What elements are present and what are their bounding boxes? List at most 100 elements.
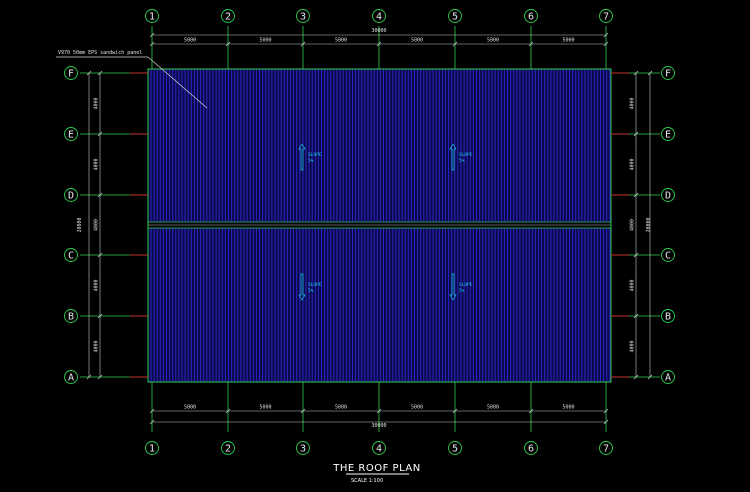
row-axis-bubble-left: E: [68, 130, 74, 141]
row-axis-bubble-left-circle: [64, 66, 78, 80]
column-axis-bubble-top-circle: [372, 9, 386, 23]
top-dimension-tick: [528, 41, 534, 47]
left-total-dimension-tick: [86, 70, 92, 76]
slope-arrow: [449, 143, 457, 171]
row-axis-bubble-right: C: [665, 251, 671, 262]
slope-arrow: [298, 273, 306, 301]
column-axis-bubble-bottom: 7: [603, 444, 609, 455]
column-axis-bubble-bottom-circle: [524, 441, 538, 455]
left-dimension-tick: [97, 131, 103, 137]
slope-label-line2: 5%: [308, 158, 314, 164]
bottom-spacing-label: 5000: [487, 405, 499, 411]
left-dimension-tick: [97, 313, 103, 319]
right-spacing-label: 4000: [630, 158, 636, 170]
right-spacing-label: 4000: [630, 340, 636, 352]
left-dimension-tick: [97, 374, 103, 380]
row-axis-bubble-left-circle: [64, 309, 78, 323]
bottom-spacing-label: 5000: [335, 405, 347, 411]
column-axis-bubble-top-circle: [524, 9, 538, 23]
column-axis-bubble-top: 3: [300, 12, 306, 23]
row-axis-bubble-right: B: [665, 312, 671, 323]
top-dimension-tick: [376, 41, 382, 47]
left-dimension-tick: [97, 192, 103, 198]
column-axis-bubble-top-circle: [145, 9, 159, 23]
left-total-dimension: 20000: [77, 217, 83, 232]
column-axis-bubble-bottom-circle: [448, 441, 462, 455]
bottom-dimension-tick: [300, 408, 306, 414]
row-axis-bubble-right-circle: [661, 66, 675, 80]
slope-label-line1: SLOPE: [459, 152, 473, 158]
panel-note: V970 50mm EPS sandwich panel: [58, 50, 142, 56]
row-axis-bubble-left-circle: [64, 248, 78, 262]
left-spacing-label: 4000: [94, 340, 100, 352]
column-axis-bubble-top: 6: [528, 12, 534, 23]
row-axis-bubble-left-circle: [64, 370, 78, 384]
bottom-dimension-tick: [149, 408, 155, 414]
left-spacing-label: 4000: [94, 158, 100, 170]
bottom-total-dimension-tick: [149, 419, 155, 425]
slope-label-line1: SLOPE: [308, 152, 322, 158]
bottom-dimension-tick: [603, 408, 609, 414]
bottom-spacing-label: 5000: [562, 405, 574, 411]
right-dimension-tick: [633, 131, 639, 137]
top-spacing-label: 5000: [335, 38, 347, 44]
row-axis-bubble-right-circle: [661, 248, 675, 262]
row-axis-bubble-right: F: [665, 69, 671, 80]
left-total-dimension-tick: [86, 374, 92, 380]
left-spacing-label: 4000: [94, 219, 100, 231]
left-spacing-label: 4000: [94, 279, 100, 291]
right-dimension-tick: [633, 192, 639, 198]
column-axis-bubble-top: 1: [149, 12, 155, 23]
column-axis-bubble-bottom: 6: [528, 444, 534, 455]
bottom-spacing-label: 5000: [411, 405, 423, 411]
top-spacing-label: 5000: [184, 38, 196, 44]
column-axis-bubble-bottom: 3: [300, 444, 306, 455]
top-total-dimension-tick: [149, 32, 155, 38]
right-total-dimension-tick: [647, 70, 653, 76]
row-axis-bubble-left: C: [68, 251, 74, 262]
column-axis-bubble-top: 2: [225, 12, 231, 23]
row-axis-bubble-left: A: [68, 373, 74, 384]
top-dimension-tick: [452, 41, 458, 47]
column-axis-bubble-top-circle: [221, 9, 235, 23]
column-axis-bubble-top-circle: [599, 9, 613, 23]
row-axis-bubble-right: E: [665, 130, 671, 141]
bottom-spacing-label: 5000: [184, 405, 196, 411]
slope-label-line2: 5%: [308, 288, 314, 294]
top-spacing-label: 5000: [562, 38, 574, 44]
column-axis-bubble-bottom-circle: [145, 441, 159, 455]
left-dimension-tick: [97, 252, 103, 258]
top-dimension-tick: [603, 41, 609, 47]
column-axis-bubble-top-circle: [296, 9, 310, 23]
column-axis-bubble-bottom: 4: [376, 444, 382, 455]
top-dimension-tick: [149, 41, 155, 47]
left-spacing-label: 4000: [94, 97, 100, 109]
panel-note-leader: [147, 56, 208, 109]
right-dimension-tick: [633, 313, 639, 319]
slope-label-line2: 5%: [459, 158, 465, 164]
bottom-dimension-tick: [528, 408, 534, 414]
top-dimension-tick: [225, 41, 231, 47]
top-total-dimension: 30000: [371, 28, 386, 34]
column-axis-bubble-bottom-circle: [372, 441, 386, 455]
column-axis-bubble-bottom: 5: [452, 444, 458, 455]
right-spacing-label: 4000: [630, 279, 636, 291]
row-axis-bubble-left-circle: [64, 188, 78, 202]
top-spacing-label: 5000: [259, 38, 271, 44]
row-axis-bubble-right: A: [665, 373, 671, 384]
row-axis-bubble-left-circle: [64, 127, 78, 141]
slope-label-line1: SLOPE: [459, 282, 473, 288]
right-spacing-label: 4000: [630, 97, 636, 109]
slope-label-line2: 5%: [459, 288, 465, 294]
right-total-dimension: 20000: [646, 217, 652, 232]
right-dimension-tick: [633, 70, 639, 76]
roof-panels: [147, 68, 612, 383]
column-axis-bubble-top: 7: [603, 12, 609, 23]
slope-label-line1: SLOPE: [308, 282, 322, 288]
bottom-dimension-tick: [225, 408, 231, 414]
bottom-total-dimension-tick: [603, 419, 609, 425]
drawing-title: THE ROOF PLAN: [332, 463, 420, 474]
